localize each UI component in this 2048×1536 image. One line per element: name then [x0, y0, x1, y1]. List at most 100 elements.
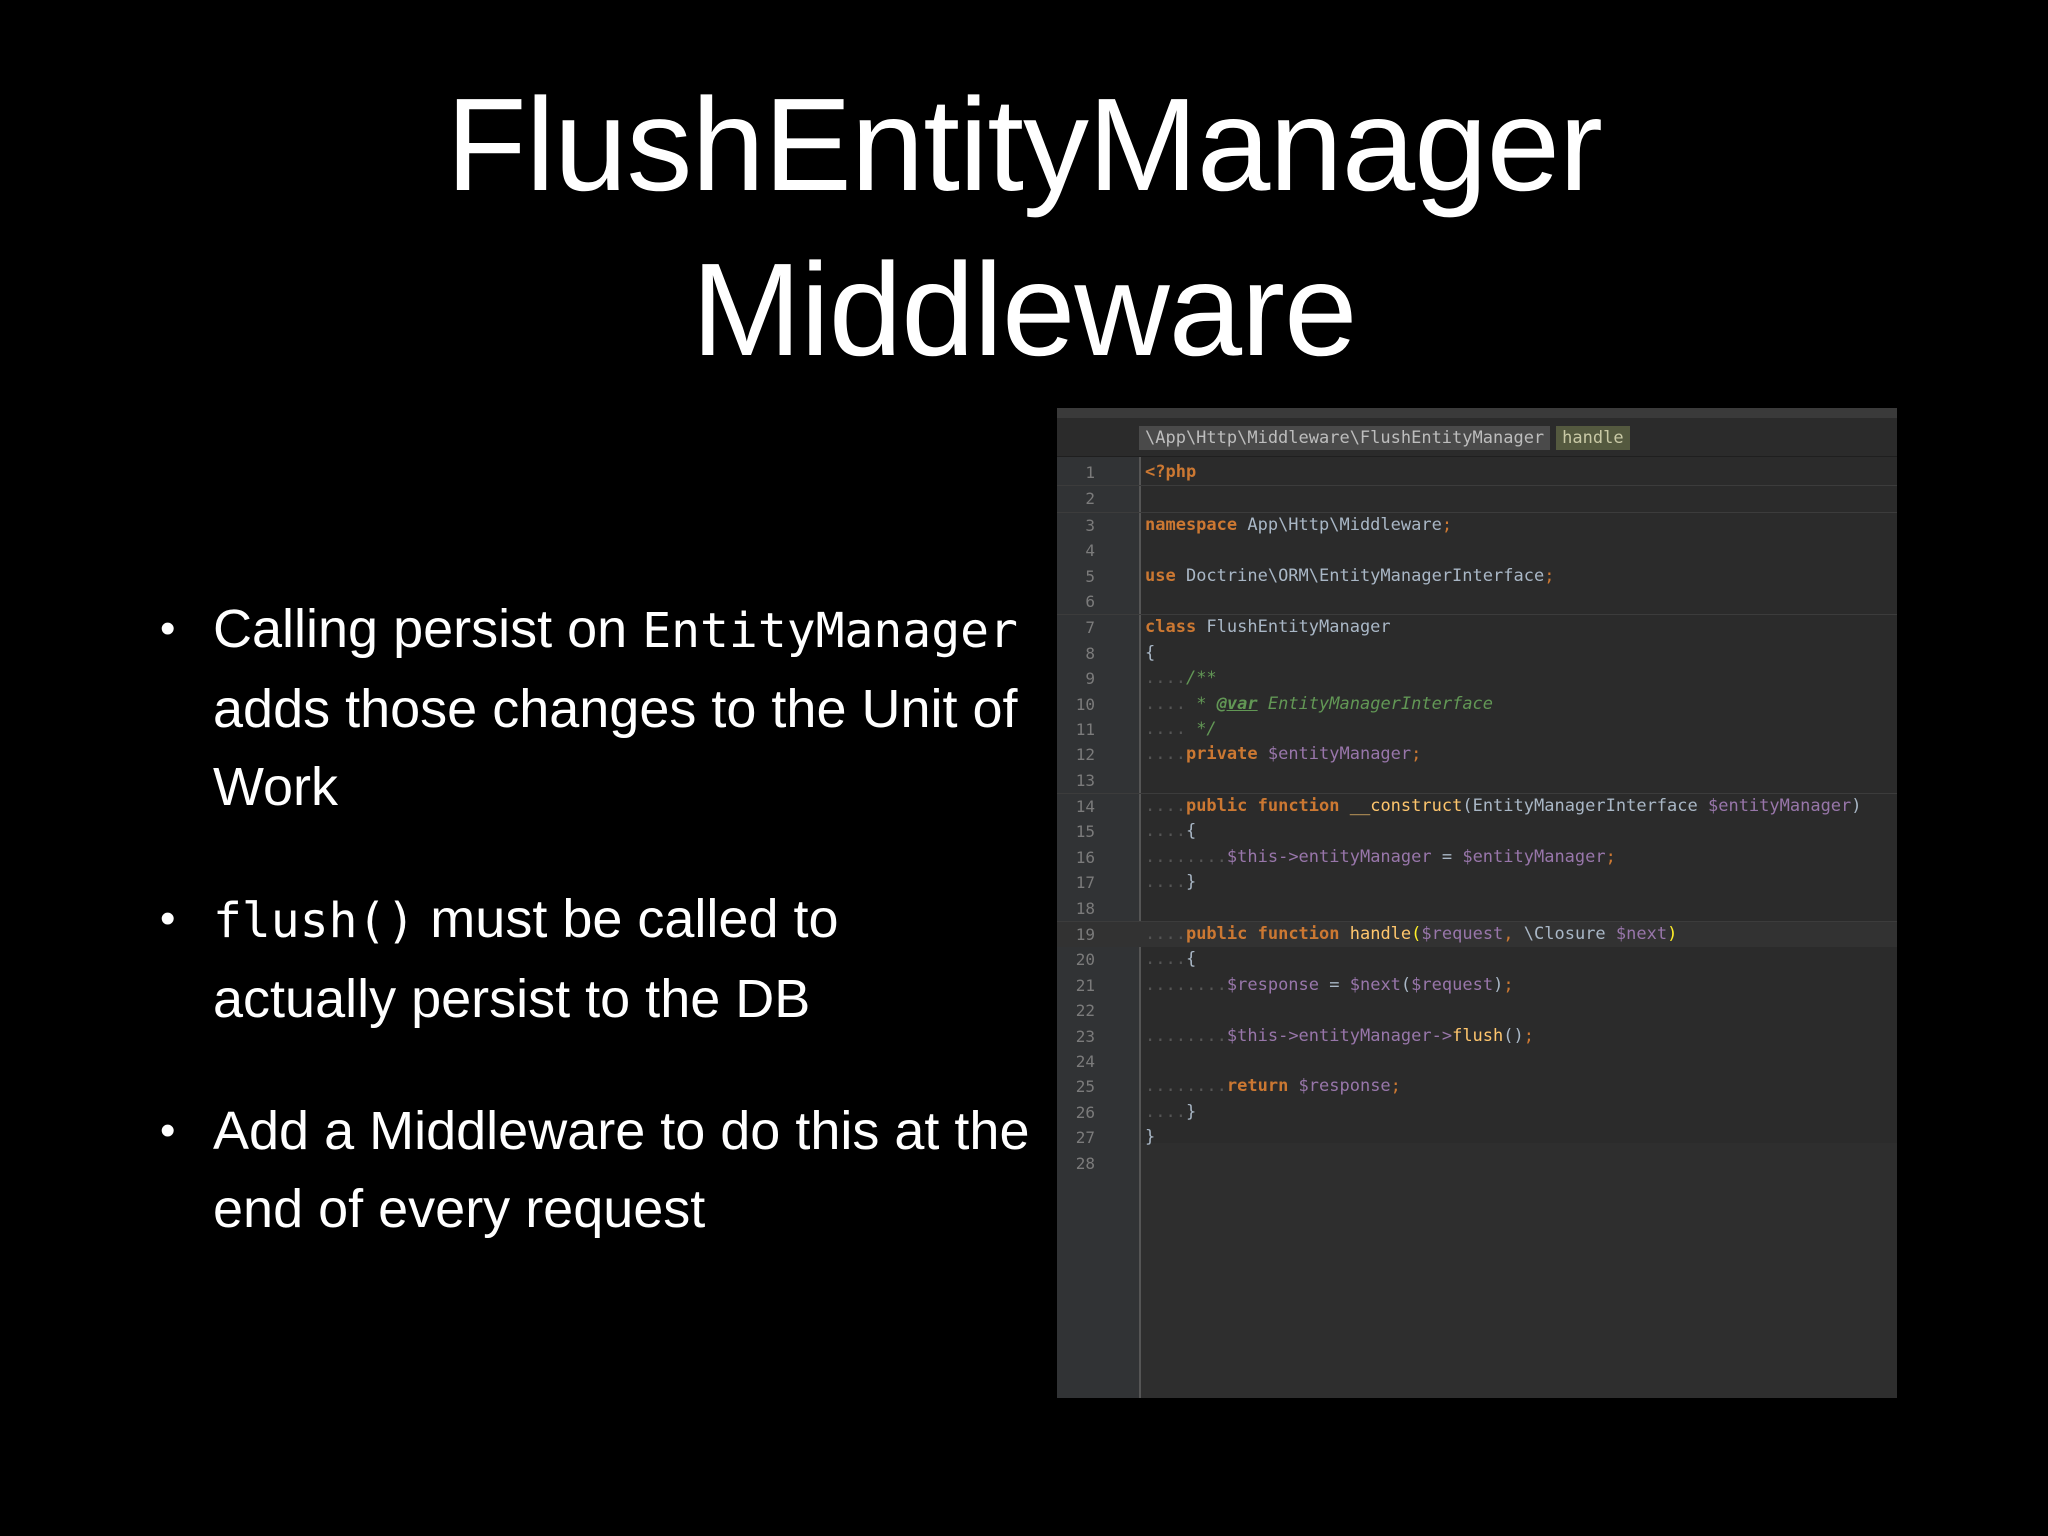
code-token: .... * @var EntityManagerInterface [1145, 692, 1493, 717]
code-token: .... [1145, 821, 1186, 842]
code-token: /** [1185, 668, 1217, 689]
code-token: ; [1523, 1025, 1534, 1046]
code-token: return [1226, 1076, 1289, 1097]
code-token: ........$this->entityManager->flush(); [1145, 1025, 1534, 1046]
line-number: 24 [1075, 1051, 1095, 1071]
line-number: 5 [1085, 566, 1095, 586]
code-token: ->entityManager [1278, 846, 1432, 867]
bullet-item: • Add a Middleware to do this at the end… [150, 1092, 1030, 1248]
code-token: use Doctrine\ORM\EntityManagerInterface; [1145, 564, 1554, 589]
code-line: 2 [1057, 486, 1897, 513]
code-token: <?php [1145, 460, 1196, 485]
line-number: 26 [1075, 1102, 1095, 1122]
code-token: Doctrine\ORM\EntityManagerInterface [1175, 565, 1545, 586]
breadcrumb-divider [1057, 456, 1897, 457]
code-line: 27} [1057, 1125, 1897, 1150]
code-token: namespace App\Http\Middleware; [1145, 513, 1452, 538]
code-token: EntityManagerInterface [1472, 796, 1708, 817]
breadcrumb-method[interactable]: handle [1556, 426, 1630, 450]
code-token: ; [1503, 974, 1514, 995]
code-token: ........return $response; [1145, 1074, 1401, 1099]
line-number: 14 [1075, 797, 1095, 817]
breadcrumb-class[interactable]: \App\Http\Middleware\FlushEntityManager [1139, 426, 1551, 450]
line-number: 7 [1085, 618, 1095, 638]
code-token: ; [1544, 565, 1555, 586]
code-token: handle [1339, 924, 1412, 945]
line-number: 11 [1075, 719, 1095, 739]
code-line: 22 [1057, 998, 1897, 1023]
code-token: $request [1421, 924, 1504, 945]
code-term: EntityManager [642, 603, 1018, 659]
code-token: ; [1441, 514, 1453, 535]
code-line: 26....} [1057, 1100, 1897, 1125]
line-number: 19 [1075, 925, 1095, 945]
code-token: ....} [1145, 1100, 1196, 1125]
code-token: $entityManager [1257, 744, 1412, 765]
code-token: ........ [1145, 846, 1227, 867]
code-line: 16........$this->entityManager = $entity… [1057, 845, 1897, 870]
code-token: $next [1615, 924, 1668, 945]
code-line: 11 .... */ [1057, 717, 1897, 742]
code-line: 13 [1057, 768, 1897, 795]
code-token: { [1185, 949, 1197, 970]
code-token: .... [1145, 924, 1186, 945]
code-line: 8{ [1057, 641, 1897, 666]
code-token: .... [1145, 744, 1186, 765]
breadcrumb: \App\Http\Middleware\FlushEntityManager … [1139, 426, 1630, 450]
line-number: 23 [1075, 1026, 1095, 1046]
code-token: use [1145, 565, 1176, 586]
code-token: ->entityManager-> [1278, 1025, 1453, 1046]
code-token: namespace [1145, 514, 1238, 535]
code-line: 23 ........$this->entityManager->flush(); [1057, 1024, 1897, 1049]
code-token: $this [1226, 846, 1279, 867]
code-token: ....} [1145, 870, 1196, 895]
code-line: 12....private $entityManager; [1057, 742, 1897, 767]
code-editor-screenshot: \App\Http\Middleware\FlushEntityManager … [1057, 408, 1897, 1398]
bullet-item: • flush() must be called to actually per… [150, 880, 1030, 1038]
code-token: <?php [1145, 462, 1197, 482]
code-token: function [1247, 796, 1340, 817]
code-token: $response [1288, 1076, 1391, 1097]
code-line: 1 <?php [1057, 460, 1897, 487]
code-token: ) [1667, 924, 1678, 945]
code-token: public [1185, 924, 1248, 945]
code-token: ....public function handle($request, \Cl… [1145, 922, 1677, 947]
code-line: 17....} [1057, 870, 1897, 895]
code-token: ; [1605, 846, 1616, 867]
line-number: 16 [1075, 847, 1095, 867]
code-token: = [1431, 846, 1463, 867]
line-number: 17 [1075, 873, 1095, 893]
code-line-current[interactable]: 19 ....public function handle($request, \… [1057, 922, 1897, 948]
code-line: 10.... * @var EntityManagerInterface [1057, 692, 1897, 717]
code-token: flush [1452, 1025, 1504, 1046]
line-number: 18 [1075, 898, 1095, 918]
line-number: 13 [1075, 770, 1095, 790]
code-token: $entityManager [1707, 796, 1852, 817]
code-line: 6 [1057, 589, 1897, 616]
code-token: .... [1145, 668, 1186, 689]
title-line-1: FlushEntityManager [446, 71, 1603, 218]
code-token: $entityManager [1462, 846, 1606, 867]
code-token: ....private $entityManager; [1145, 742, 1421, 767]
code-token: .... */ [1145, 717, 1217, 742]
code-token: __construct [1339, 796, 1463, 817]
bullet-dot-icon: • [160, 1106, 176, 1155]
code-line: 14....public function __construct(Entity… [1057, 794, 1897, 819]
code-token: */ [1185, 718, 1217, 739]
line-number: 1 [1085, 463, 1095, 482]
slide-title: FlushEntityManager Middleware [0, 62, 2048, 392]
code-token: private [1185, 744, 1258, 765]
code-token: $next [1349, 974, 1401, 995]
code-line: 28 [1057, 1151, 1897, 1176]
code-token: function [1247, 924, 1340, 945]
line-number: 12 [1075, 745, 1095, 765]
code-token: ........$this->entityManager = $entityMa… [1145, 845, 1616, 870]
code-token: ( [1411, 924, 1422, 945]
code-token: .... [1145, 693, 1186, 714]
code-token: class [1145, 617, 1197, 638]
code-token: ; [1411, 744, 1422, 765]
line-number: 21 [1075, 975, 1095, 995]
code-token: ..../** [1145, 666, 1217, 691]
